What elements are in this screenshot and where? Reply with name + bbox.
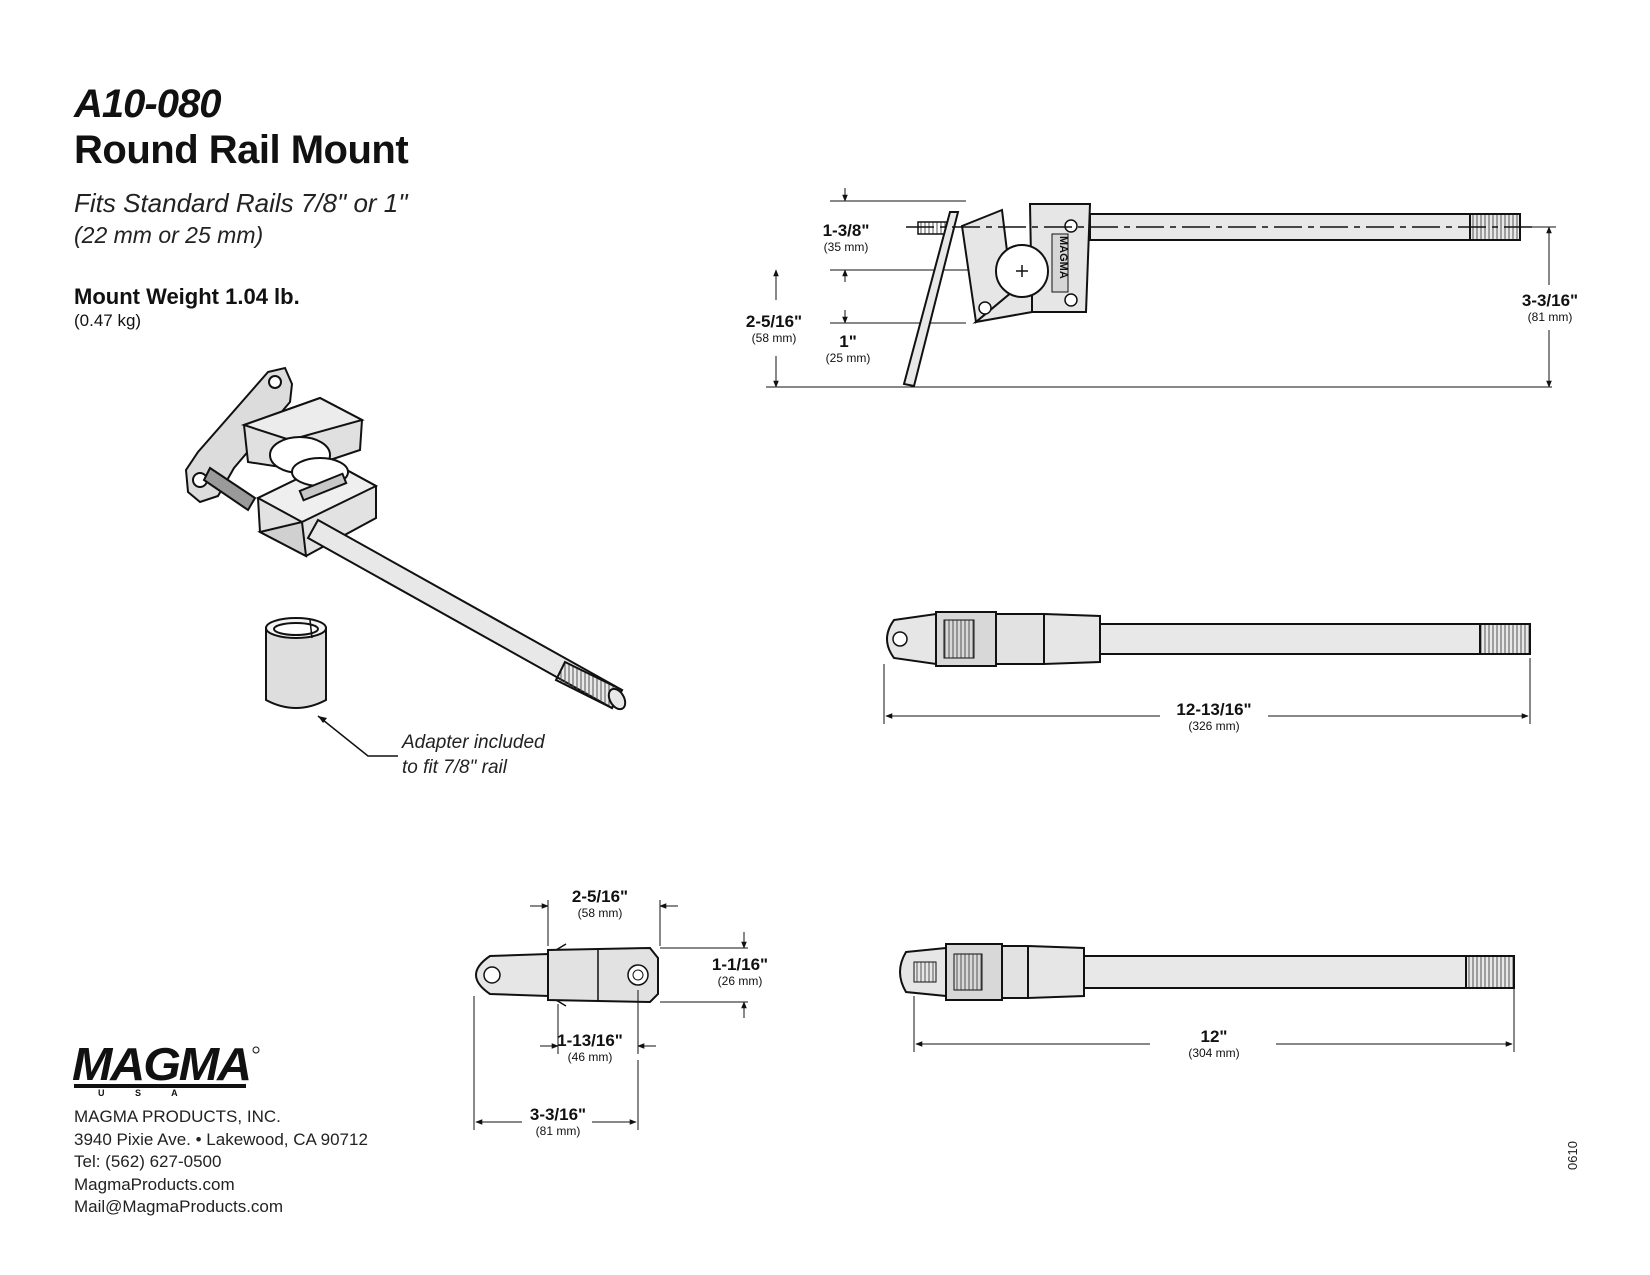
dim-2-5-16-end: 2-5/16" (58 mm) (571, 887, 629, 921)
magma-logo-mark: MAGMA U S A (72, 1038, 260, 1098)
dim-1-13-16: 1-13/16" (46 mm) (557, 1031, 623, 1065)
magma-logo: MAGMA U S A (72, 1038, 272, 1101)
dim-3-3-16-side: 3-3/16" (81 mm) (1521, 291, 1579, 325)
part-number: A10-080 (74, 82, 221, 126)
top-view (883, 611, 1531, 724)
dim-1-inch: 1" (25 mm) (825, 332, 871, 366)
company-email[interactable]: Mail@MagmaProducts.com (74, 1197, 284, 1216)
bottom-view (899, 943, 1515, 1052)
dim-1-1-16: 1-1/16" (26 mm) (711, 955, 769, 989)
isometric-mount-view (184, 366, 627, 711)
adapter-leader-line (317, 715, 398, 757)
mount-weight: Mount Weight 1.04 lb. (74, 284, 300, 309)
company-website[interactable]: MagmaProducts.com (74, 1174, 235, 1194)
document-number: 0610 (1565, 1141, 1580, 1170)
dim-12-13-16: 12-13/16" (326 mm) (1176, 700, 1252, 734)
fits-rails-mm: (22 mm or 25 mm) (74, 222, 264, 248)
dim-2-5-16-side: 2-5/16" (58 mm) (745, 312, 803, 346)
end-view (473, 900, 748, 1130)
dim-1-3-8: 1-3/8" (35 mm) (822, 221, 870, 255)
company-phone: Tel: (562) 627-0500 (74, 1152, 222, 1171)
side-view-brand-mark: MAGMA (1057, 236, 1069, 279)
dim-12-inch: 12" (304 mm) (1188, 1027, 1240, 1061)
adapter-sleeve (265, 617, 327, 709)
company-address: 3940 Pixie Ave. • Lakewood, CA 90712 (74, 1129, 368, 1149)
mount-weight-kg: (0.47 kg) (74, 311, 142, 330)
dim-3-3-16-end: 3-3/16" (81 mm) (529, 1105, 587, 1139)
fits-rails-text: Fits Standard Rails 7/8" or 1" (74, 188, 408, 218)
product-title: Round Rail Mount (74, 128, 409, 172)
side-view (766, 188, 1556, 388)
company-name: MAGMA PRODUCTS, INC. (74, 1107, 281, 1126)
svg-text:MAGMA: MAGMA (72, 1040, 250, 1090)
svg-text:U S A: U S A (98, 1088, 192, 1096)
adapter-note: Adapter included to fit 7/8" rail (402, 732, 545, 778)
company-info: MAGMA PRODUCTS, INC. 3940 Pixie Ave. • L… (74, 1106, 368, 1219)
